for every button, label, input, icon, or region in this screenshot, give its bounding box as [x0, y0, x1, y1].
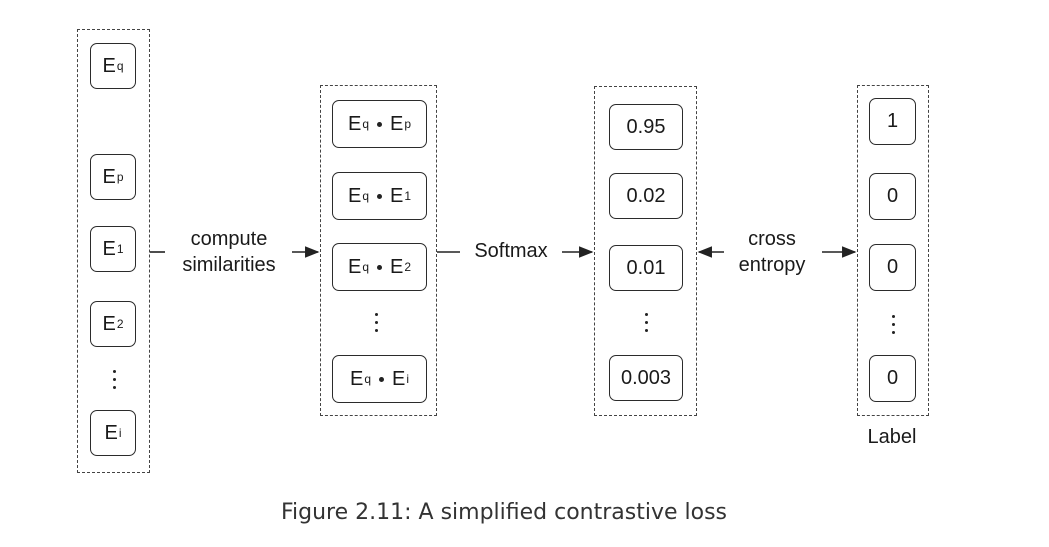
sim-right: E	[390, 112, 404, 135]
sim-right-sub: p	[404, 117, 412, 131]
sim-left-sub: q	[362, 189, 369, 203]
dot-operator	[379, 376, 384, 382]
compute-label-line2: similarities	[182, 254, 276, 276]
cross-label-line2: entropy	[738, 254, 806, 276]
label-box: 0	[869, 355, 916, 402]
sim-right: E	[390, 255, 404, 278]
dot-operator	[377, 193, 382, 199]
sim-left-sub: q	[364, 372, 371, 386]
vertical-ellipsis	[643, 313, 649, 337]
embedding-sub: i	[118, 426, 122, 440]
sim-right-sub: 2	[404, 260, 412, 274]
sim-left: E	[347, 112, 362, 135]
probability-box: 0.01	[609, 245, 683, 291]
embedding-sub: q	[116, 59, 124, 73]
compute-similarities-label: compute similarities	[168, 226, 290, 278]
probability-box: 0.95	[609, 104, 683, 150]
sim-left: E	[347, 255, 362, 278]
softmax-label: Softmax	[474, 240, 548, 262]
embedding-base: E	[104, 421, 118, 444]
sim-left: E	[347, 184, 362, 207]
embedding-sub: 1	[116, 242, 124, 256]
sim-right: E	[392, 367, 406, 390]
labels-group: 1 0 0 0	[857, 85, 929, 416]
vertical-ellipsis	[890, 315, 896, 339]
probability-box: 0.003	[609, 355, 683, 401]
embedding-base: E	[102, 165, 116, 188]
cross-entropy-label: cross entropy	[722, 226, 822, 278]
sim-left-sub: q	[362, 117, 369, 131]
probability-box: 0.02	[609, 173, 683, 219]
sim-right-sub: 1	[404, 189, 412, 203]
sim-right-sub: i	[406, 372, 410, 386]
embedding-base: E	[102, 312, 116, 335]
embedding-base: E	[102, 237, 116, 260]
label-box: 0	[869, 173, 916, 220]
sim-left-sub: q	[362, 260, 369, 274]
label-box: 0	[869, 244, 916, 291]
sim-right: E	[390, 184, 404, 207]
embedding-sub: p	[116, 170, 124, 184]
vertical-ellipsis	[373, 313, 379, 337]
vertical-ellipsis	[111, 370, 117, 394]
dot-operator	[377, 121, 382, 127]
embedding-base: E	[102, 54, 116, 77]
compute-label-line1: compute	[190, 228, 268, 250]
probabilities-group: 0.95 0.02 0.01 0.003	[594, 86, 697, 416]
sim-left: E	[349, 367, 364, 390]
dot-operator	[377, 264, 382, 270]
label-box: 1	[869, 98, 916, 145]
cross-label-line1: cross	[748, 228, 796, 250]
label-column-title: Label	[867, 426, 917, 448]
figure-caption: Figure 2.11: A simplified contrastive lo…	[280, 500, 728, 525]
embedding-sub: 2	[116, 317, 124, 331]
